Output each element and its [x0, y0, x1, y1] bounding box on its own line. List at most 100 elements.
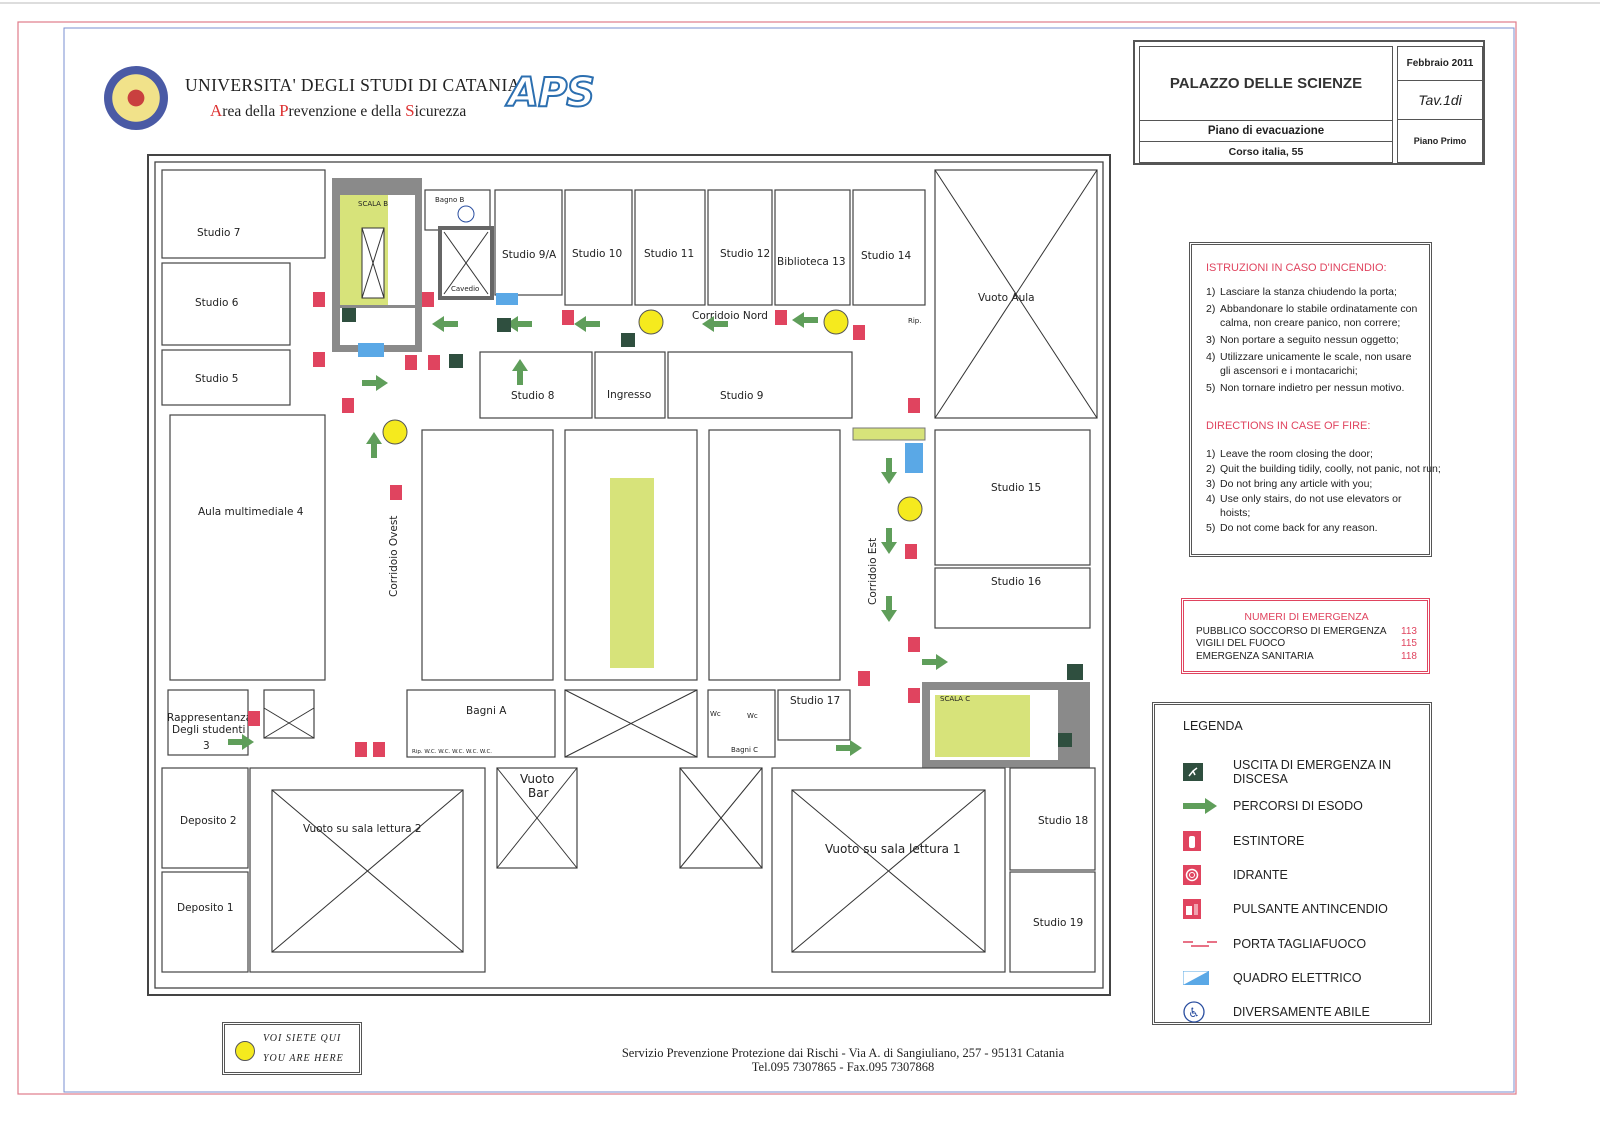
room-studio-14 — [852, 189, 926, 306]
emergency-title: NUMERI DI EMERGENZA — [1244, 611, 1369, 623]
room-deposito-2 — [161, 767, 249, 869]
room-label: Aula multimediale 4 — [198, 506, 304, 518]
room-label: Rip. W.C. W.C. W.C. W.C. W.C. — [412, 749, 492, 755]
fire-alarm-button-icon — [908, 637, 920, 652]
extinguisher-icon — [562, 310, 574, 325]
extinguisher-icon — [342, 398, 354, 413]
legend-item: IDRANTE — [1183, 858, 1429, 892]
you-are-here-it: VOI SIETE QUI — [263, 1033, 342, 1044]
room-label: Rip. — [908, 317, 921, 325]
building-outline — [147, 154, 1111, 996]
room-label: Deposito 2 — [180, 815, 237, 827]
legend-item: PORTA TAGLIAFUOCO — [1183, 926, 1429, 960]
green-arrow-icon — [881, 596, 897, 622]
room-studio-19 — [1009, 871, 1096, 973]
fire-door-icon — [1183, 940, 1233, 948]
emergency-exit-icon — [342, 308, 356, 322]
university-name: UNIVERSITA' DEGLI STUDI DI CATANIA — [185, 75, 521, 95]
electrical-panel-icon — [358, 343, 384, 357]
aps-logo: APS — [507, 69, 596, 117]
extinguisher-icon — [775, 310, 787, 325]
room-label: Studio 18 — [1038, 815, 1088, 827]
fire-alarm-button-icon — [1183, 899, 1233, 920]
room-label: Bagno B — [435, 196, 464, 204]
extinguisher-icon — [390, 485, 402, 500]
instructions-en-title: DIRECTIONS IN CASE OF FIRE: — [1206, 420, 1371, 432]
extinguisher-icon — [908, 398, 920, 413]
instruction-item: 5)Non tornare indietro per nessun motivo… — [1206, 382, 1405, 394]
legend-item: QUADRO ELETTRICO — [1183, 961, 1429, 995]
hydrant-icon — [908, 688, 920, 703]
green-arrow-icon — [366, 432, 382, 458]
room-label: Studio 14 — [861, 250, 911, 262]
room-label: Studio 9 — [720, 390, 763, 402]
extinguisher-icon — [858, 671, 870, 686]
green-arrow-icon — [362, 375, 388, 391]
you-are-here-marker — [382, 419, 408, 445]
emergency-numbers: NUMERI DI EMERGENZA PUBBLICO SOCCORSO DI… — [1181, 598, 1430, 674]
room-label: 3 — [203, 740, 210, 752]
room-studio-11 — [634, 189, 706, 306]
room-bagni-c — [707, 689, 776, 758]
corridor-label-est: Corridoio Est — [867, 538, 879, 605]
svg-text:♿: ♿ — [1188, 1006, 1200, 1021]
room-label: Studio 12 — [720, 248, 770, 260]
department-name: Area della Prevenzione e della Sicurezza — [210, 101, 467, 120]
legend: LEGENDA USCITA DI EMERGENZA IN DISCESA P… — [1152, 702, 1432, 1025]
hydrant-icon — [853, 325, 865, 340]
room-label: Studio 19 — [1033, 917, 1083, 929]
you-are-here-marker — [897, 496, 923, 522]
room-studio-9 — [667, 351, 853, 419]
room-bagni-a — [406, 689, 556, 758]
green-arrow-icon — [922, 654, 948, 670]
main-stair-ramp — [610, 478, 654, 668]
you-are-here-en: YOU ARE HERE — [263, 1053, 344, 1064]
you-are-here-marker — [638, 309, 664, 335]
footer-phone: Tel.095 7307865 - Fax.095 7307868 — [751, 1060, 935, 1074]
green-arrow-icon — [574, 316, 600, 332]
green-arrow-icon — [881, 458, 897, 484]
corridor-label-nord: Corridoio Nord — [692, 310, 768, 322]
room-label: Studio 9/A — [502, 249, 557, 261]
room-studio-9a — [494, 189, 563, 296]
electrical-panel-icon — [496, 293, 518, 305]
fire-alarm-button-icon — [313, 292, 325, 307]
instruction-item: 2)Abbandonare lo stabile ordinatamente c… — [1206, 303, 1418, 329]
room-label: Bagni C — [731, 746, 758, 754]
room-label: Cavedio — [451, 285, 479, 293]
extinguisher-icon — [905, 544, 917, 559]
instruction-item: 2)Quit the building tidily, coolly, not … — [1206, 463, 1441, 475]
address: Corso italia, 55 — [1139, 141, 1393, 163]
electrical-panel-icon — [905, 443, 923, 473]
corridor-label-ovest: Corridoio Ovest — [388, 516, 400, 597]
room-studio-12 — [707, 189, 773, 306]
emergency-exit-icon — [1058, 733, 1072, 747]
room-studio-7 — [161, 169, 326, 259]
central-block-east — [708, 429, 841, 681]
room-label: Studio 17 — [790, 695, 840, 707]
room-label: Studio 8 — [511, 390, 554, 402]
instruction-item: 1)Lasciare la stanza chiudendo la porta; — [1206, 286, 1397, 298]
fire-alarm-button-icon — [428, 355, 440, 370]
hydrant-icon — [355, 742, 367, 757]
green-arrow-icon — [1183, 798, 1233, 815]
fire-alarm-button-icon — [422, 292, 434, 307]
hydrant-icon — [1183, 865, 1233, 886]
green-arrow-icon — [512, 359, 528, 385]
wheelchair-icon: ♿ — [1183, 1001, 1233, 1023]
extinguisher-icon — [248, 711, 260, 726]
room-label: Wc — [747, 712, 758, 720]
extinguisher-icon — [373, 742, 385, 757]
room-label: Bagni A — [466, 705, 507, 717]
room-label: Studio 15 — [991, 482, 1041, 494]
university-seal — [104, 66, 168, 130]
room-studio-15 — [934, 429, 1091, 566]
room-label: Studio 11 — [644, 248, 694, 260]
room-studio-6 — [161, 262, 291, 346]
electrical-panel-icon — [1183, 970, 1233, 985]
room-label: Vuoto su sala lettura 1 — [825, 842, 960, 856]
room-label: Biblioteca 13 — [777, 256, 846, 268]
